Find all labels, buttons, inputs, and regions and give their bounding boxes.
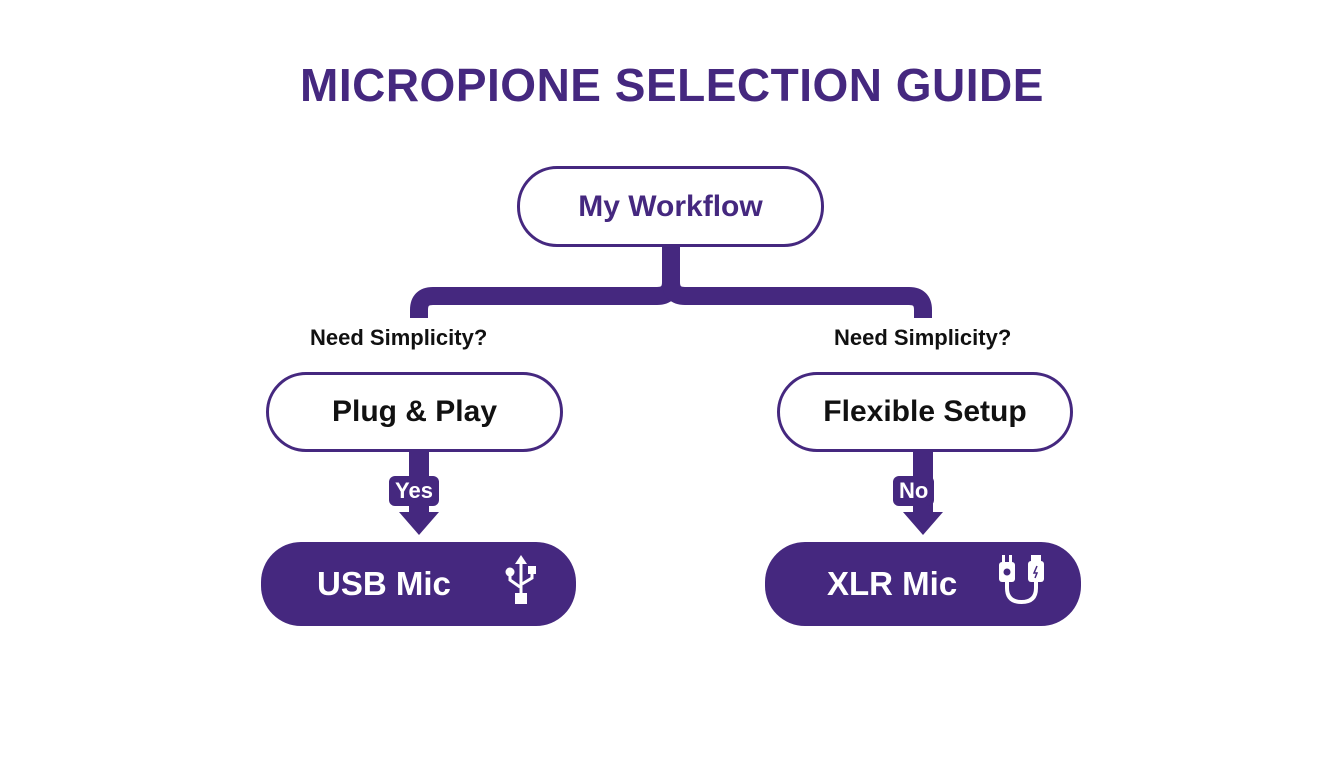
answer-badge-no: No bbox=[893, 476, 935, 506]
result-label: XLR Mic bbox=[827, 565, 958, 602]
left-arrow-head bbox=[399, 512, 439, 535]
left-question: Need Simplicity? bbox=[310, 325, 488, 350]
right-question: Need Simplicity? bbox=[834, 325, 1012, 350]
diagram-title: MICROPIONE SELECTION GUIDE bbox=[300, 59, 1044, 111]
usb-icon bbox=[504, 555, 538, 613]
right-arrow-head bbox=[903, 512, 943, 535]
root-stem-right bbox=[662, 247, 932, 318]
option-node-flexible-setup: Flexible Setup bbox=[777, 372, 1073, 452]
root-stem bbox=[410, 247, 680, 318]
xlr-cable-icon bbox=[997, 553, 1047, 615]
option-node-plug-play: Plug & Play bbox=[266, 372, 563, 452]
result-node-usb-mic: USB Mic bbox=[261, 542, 576, 626]
answer-badge-yes: Yes bbox=[389, 476, 439, 506]
result-node-xlr-mic: XLR Mic bbox=[765, 542, 1081, 626]
result-label: USB Mic bbox=[317, 565, 451, 602]
root-node: My Workflow bbox=[517, 166, 824, 247]
